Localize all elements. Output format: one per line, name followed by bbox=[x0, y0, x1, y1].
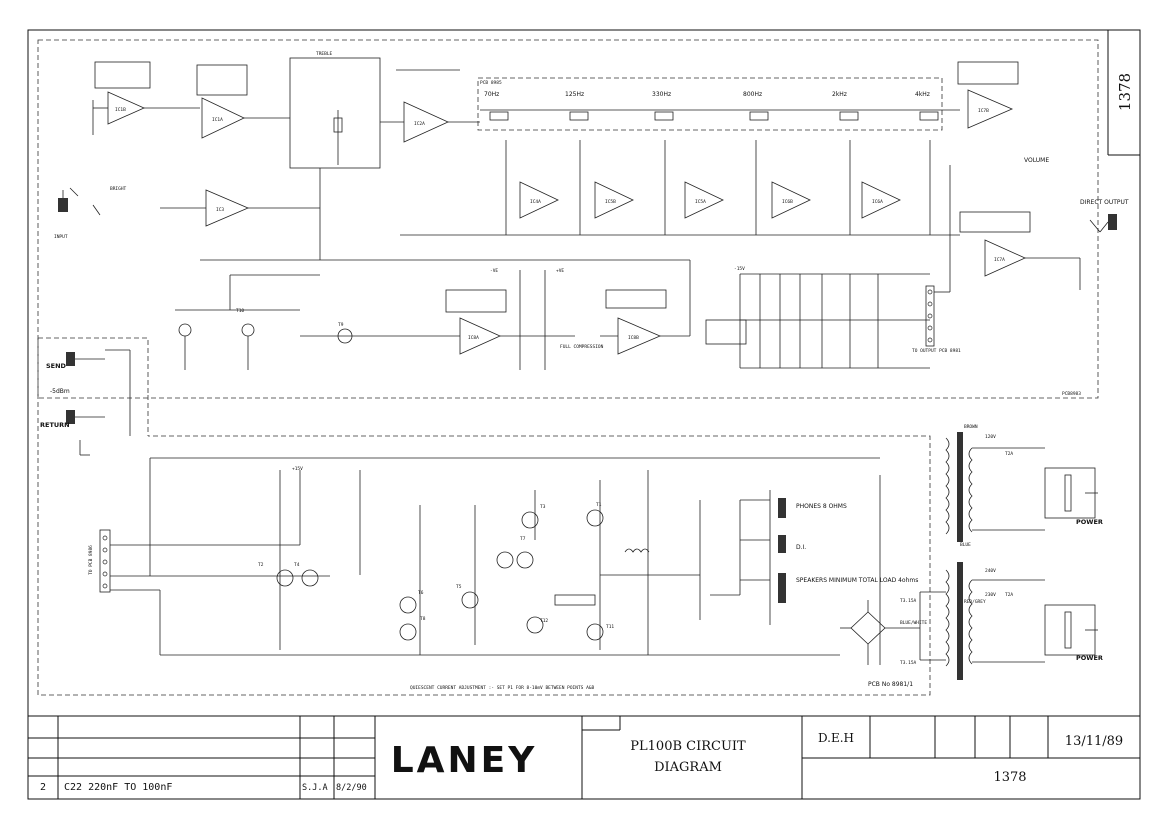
speakers-label: SPEAKERS MINIMUM TOTAL LOAD 4ohms bbox=[796, 577, 918, 584]
drawing-title-line2: DIAGRAM bbox=[654, 760, 722, 775]
svg-text:IC4A: IC4A bbox=[530, 199, 541, 205]
svg-text:IC8B: IC8B bbox=[628, 335, 639, 341]
eq-band-2khz: 2kHz bbox=[832, 91, 847, 98]
t10-label: T10 bbox=[236, 308, 244, 314]
sheet-number-vertical: 1378 bbox=[1116, 73, 1134, 111]
bright-label: BRIGHT bbox=[110, 186, 127, 192]
mains-section bbox=[919, 432, 1098, 680]
pcb-main-boundary bbox=[37, 338, 931, 696]
t5-label: T5 bbox=[456, 584, 462, 590]
direct-output-label: DIRECT OUTPUT bbox=[1080, 199, 1129, 206]
send-level-label: -5dBm bbox=[50, 388, 70, 395]
front-power-supply bbox=[705, 165, 951, 369]
main-pcb-label: PCB No 8981/1 bbox=[868, 681, 913, 688]
svg-text:IC7B: IC7B bbox=[978, 108, 989, 114]
revision-number: 2 bbox=[40, 782, 46, 793]
fuse-rating-3: T3.15A bbox=[900, 598, 917, 604]
t9-label: T9 bbox=[338, 322, 344, 328]
phones-label: PHONES 8 OHMS bbox=[796, 503, 847, 510]
svg-text:IC3: IC3 bbox=[216, 207, 224, 213]
sheet-border bbox=[27, 29, 1141, 800]
return-label: RETURN bbox=[40, 421, 70, 429]
power-amp-section bbox=[99, 457, 920, 665]
rail-plus-ve: +VE bbox=[556, 268, 564, 274]
direct-output-stage: IC7A bbox=[959, 211, 1117, 290]
revision-change: C22 220nF TO 100nF bbox=[64, 782, 172, 793]
pcb-front-boundary bbox=[37, 39, 1099, 399]
drawing-number: 1378 bbox=[993, 770, 1026, 785]
graphic-eq-section: IC4A IC5B IC5A IC6B IC6A IC7B bbox=[400, 61, 1019, 236]
volume-label: VOLUME bbox=[1024, 157, 1049, 164]
svg-text:IC5B: IC5B bbox=[605, 199, 616, 205]
svg-text:IC5A: IC5A bbox=[695, 199, 706, 205]
preamp-section: IC1B IC1A IC2A IC3 bbox=[58, 57, 690, 261]
eq-band-125hz: 125Hz bbox=[565, 91, 584, 98]
svg-text:IC1B: IC1B bbox=[115, 107, 126, 113]
front-pcb-label: PCB8983 bbox=[1062, 391, 1081, 397]
effects-loop-jacks bbox=[66, 349, 131, 456]
to-output-label: TO OUTPUT PCB 8981 bbox=[912, 348, 961, 354]
wire-blue-white: BLUE/WHITE bbox=[900, 620, 927, 626]
title-block bbox=[28, 715, 1140, 799]
mains-240v: 240V bbox=[985, 568, 996, 574]
t1-label: T1 bbox=[596, 502, 602, 508]
compressor-section: IC8A IC8B bbox=[175, 260, 691, 370]
t6-label: T6 bbox=[418, 590, 424, 596]
brand-logo-laney: LANEY bbox=[391, 740, 538, 781]
svg-text:IC2A: IC2A bbox=[414, 121, 425, 127]
to-pcb-label: TO PCB 8986 bbox=[88, 545, 94, 575]
drawn-by: D.E.H bbox=[818, 731, 854, 745]
t4-label: T4 bbox=[294, 562, 300, 568]
drawing-date: 13/11/89 bbox=[1065, 734, 1123, 749]
eq-band-800hz: 800Hz bbox=[743, 91, 762, 98]
fuse-rating-1: T2A bbox=[1005, 451, 1013, 457]
mains-120v: 120V bbox=[985, 434, 996, 440]
eq-pcb-boundary bbox=[477, 77, 943, 131]
wire-brown: BROWN bbox=[964, 424, 978, 430]
eq-pcb-label: PCB 8985 bbox=[480, 80, 502, 86]
send-label: SEND bbox=[46, 362, 67, 370]
t12-label: T12 bbox=[540, 618, 548, 624]
mains-230v: 230V bbox=[985, 592, 996, 598]
rail-minus-ve: -VE bbox=[490, 268, 498, 274]
treble-label: TREBLE bbox=[316, 51, 333, 57]
t3-label: T3 bbox=[540, 504, 546, 510]
wire-red-grey: RED/GREY bbox=[964, 599, 986, 605]
eq-band-4khz: 4kHz bbox=[915, 91, 930, 98]
svg-text:IC6A: IC6A bbox=[872, 199, 883, 205]
quiescent-note: QUIESCENT CURRENT ADJUSTMENT :- SET P1 F… bbox=[410, 685, 595, 691]
di-label: D.I. bbox=[796, 544, 806, 551]
fuse-rating-2: T2A bbox=[1005, 592, 1013, 598]
rail-plus15: +15V bbox=[292, 466, 303, 472]
rail-minus15: -15V bbox=[734, 266, 745, 272]
svg-text:IC6B: IC6B bbox=[782, 199, 793, 205]
t11-label: T11 bbox=[606, 624, 614, 630]
t7-label: T7 bbox=[520, 536, 526, 542]
fuse-rating-4: T3.15A bbox=[900, 660, 917, 666]
power-label-2: POWER bbox=[1076, 654, 1103, 662]
wire-blue: BLUE bbox=[960, 542, 971, 548]
input-label: INPUT bbox=[54, 234, 68, 240]
t8-label: T8 bbox=[420, 616, 426, 622]
eq-band-70hz: 70Hz bbox=[484, 91, 499, 98]
eq-band-330hz: 330Hz bbox=[652, 91, 671, 98]
revision-initials: S.J.A bbox=[302, 783, 328, 793]
revision-date: 8/2/90 bbox=[336, 783, 367, 793]
t2-label: T2 bbox=[258, 562, 264, 568]
drawing-title-line1: PL100B CIRCUIT bbox=[630, 739, 746, 754]
svg-text:IC7A: IC7A bbox=[994, 257, 1005, 263]
power-label-1: POWER bbox=[1076, 518, 1103, 526]
svg-text:IC1A: IC1A bbox=[212, 117, 223, 123]
full-compression-label: FULL COMPRESSION bbox=[560, 344, 604, 350]
svg-text:IC8A: IC8A bbox=[468, 335, 479, 341]
